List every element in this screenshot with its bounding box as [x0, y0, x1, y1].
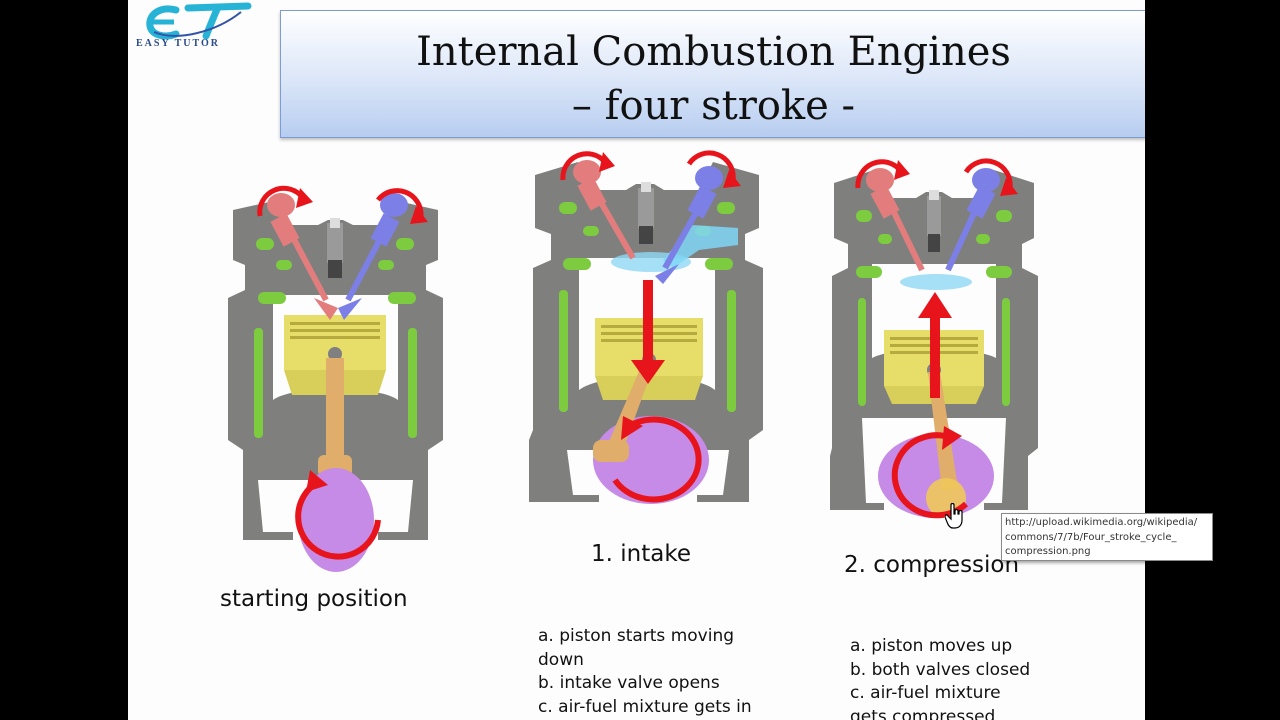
image-source-tooltip: http://upload.wikimedia.org/wikipedia/ c… [1001, 513, 1213, 561]
engine-diagram-compression [830, 158, 1038, 519]
engine-diagram-intake [529, 150, 763, 504]
engine-diagram-starting-position [228, 185, 443, 572]
piston-direction-arrow [930, 314, 940, 398]
note-line: c. air-fuel mixture gets in [538, 696, 752, 717]
exhaust-valve [866, 168, 925, 272]
slide-title: Internal Combustion Engines [416, 29, 1011, 75]
exhaust-valve [573, 160, 636, 260]
easy-tutor-logo [146, 2, 252, 40]
crank-rotation-arrow [295, 479, 381, 560]
exhaust-rotation-arrow [257, 185, 306, 217]
tooltip-line: compression.png [1005, 546, 1091, 557]
logo-tagline: EASY TUTOR [136, 38, 221, 49]
intake-rotation-arrow [686, 150, 736, 181]
connecting-rod [593, 362, 655, 462]
stage-label-compression: 2. compression [844, 552, 1020, 578]
tooltip-line: http://upload.wikimedia.org/wikipedia/ [1005, 517, 1198, 528]
intake-rotation-arrow [963, 158, 1013, 189]
title-box: Internal Combustion Engines – four strok… [280, 10, 1145, 138]
note-line: b. intake valve opens [538, 673, 720, 693]
note-line: a. piston moves up [850, 636, 1013, 656]
note-line: b. both valves closed [850, 659, 1031, 680]
intake-valve [945, 168, 1000, 272]
intake-rotation-arrow [376, 188, 424, 217]
spark-plug [927, 190, 941, 252]
slide-subtitle: – four stroke - [571, 83, 856, 129]
note-line: gets compressed [850, 706, 996, 720]
spark-plug [638, 182, 654, 244]
stage-label-intake: 1. intake [591, 541, 691, 567]
intake-valve [655, 166, 723, 284]
intake-flow [663, 225, 738, 268]
tooltip-line: commons/7/7b/Four_stroke_cycle_ [1005, 531, 1177, 543]
spark-plug [327, 218, 343, 278]
slide: EASY TUTOR Internal Combustion Engines –… [128, 0, 1145, 720]
crankshaft [298, 468, 374, 572]
exhaust-valve [267, 193, 338, 320]
intake-notes: a. piston starts moving down b. intake v… [538, 625, 752, 719]
compressed-mixture [900, 274, 972, 290]
stage-label-starting-position: starting position [220, 586, 408, 612]
exhaust-rotation-arrow [855, 159, 902, 189]
note-line: a. piston starts moving [538, 626, 735, 646]
cooling-channels [856, 210, 1012, 406]
compression-notes: a. piston moves up b. both valves closed… [850, 635, 1030, 720]
note-line: down [538, 649, 584, 670]
piston-direction-arrow [643, 280, 653, 364]
cooling-channels [559, 202, 736, 412]
note-line: c. air-fuel mixture [850, 683, 1001, 703]
crank-rotation-arrow [891, 432, 969, 519]
crank-rotation-arrow [612, 416, 702, 503]
hand-cursor-icon [945, 503, 963, 529]
exhaust-rotation-arrow [560, 151, 607, 181]
intake-valve [338, 193, 408, 320]
